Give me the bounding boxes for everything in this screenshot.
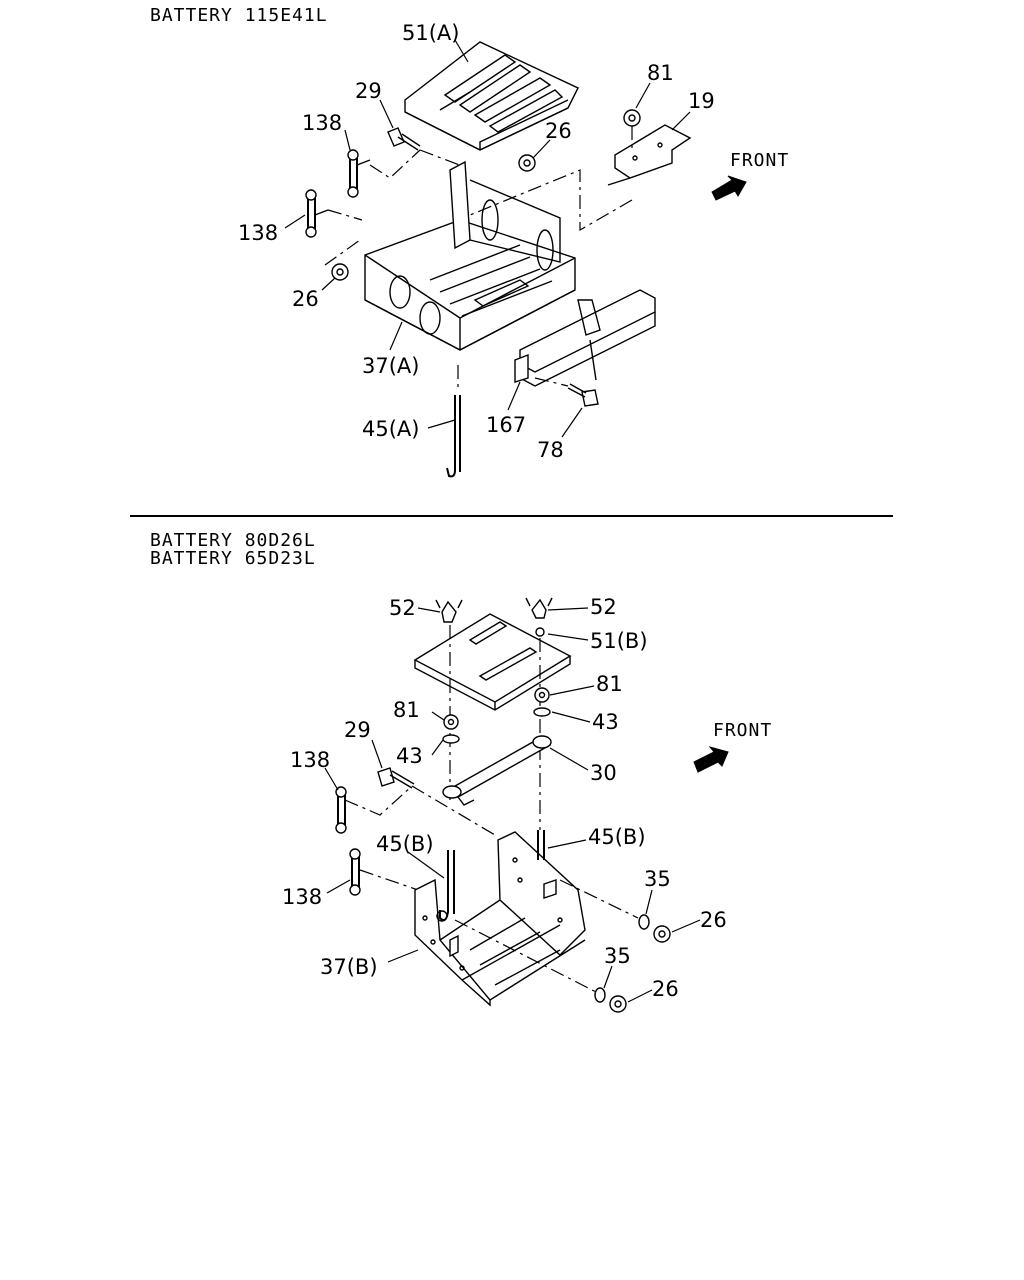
j-bolt-45b-left: [436, 850, 455, 922]
battery-cover-51a: [404, 41, 579, 151]
callout-29-b: 29: [344, 718, 371, 742]
callout-29-a: 29: [355, 79, 382, 103]
callout-43-b-left: 43: [396, 744, 423, 768]
callout-19: 19: [688, 89, 715, 113]
bolt-29: [387, 127, 421, 151]
callout-52-right: 52: [590, 595, 617, 619]
callout-26-b-bottom: 26: [652, 977, 679, 1001]
callout-35-right: 35: [644, 867, 671, 891]
link-138-b-top: [335, 786, 347, 834]
callout-81-a: 81: [647, 61, 674, 85]
nut-26-left: [331, 263, 349, 281]
wing-nut-52-right: [525, 597, 553, 637]
callout-138-b-bottom: 138: [282, 885, 322, 909]
callout-138-a-top: 138: [302, 111, 342, 135]
callout-81-b-left: 81: [393, 698, 420, 722]
front-label-a: FRONT: [730, 150, 789, 171]
callout-45a: 45(A): [362, 417, 419, 441]
link-138-b-bottom: [349, 848, 361, 896]
section-b-header-2: BATTERY 65D23L: [150, 548, 316, 569]
wing-nut-52-left: [435, 599, 463, 623]
callout-78: 78: [537, 438, 564, 462]
washer-43-b-left: [442, 734, 460, 744]
callout-43-b-right: 43: [592, 710, 619, 734]
section-b-header-1: BATTERY 80D26L: [150, 530, 316, 551]
nut-81-b-left: [443, 714, 459, 730]
callout-52-left: 52: [389, 596, 416, 620]
callout-26-a-top: 26: [545, 119, 572, 143]
callout-138-b-top: 138: [290, 748, 330, 772]
callout-26-b-right: 26: [700, 908, 727, 932]
nut-81-b-right: [534, 687, 550, 703]
clamp-bar-30: [442, 735, 552, 806]
bracket-19: [607, 124, 692, 186]
link-138-lower: [305, 189, 329, 238]
front-arrow-a: FRONT: [711, 150, 789, 201]
callout-37a: 37(A): [362, 354, 419, 378]
nut-81-a: [623, 109, 641, 127]
battery-cover-51b: [413, 613, 572, 711]
j-bolt-45b-right: [537, 830, 545, 860]
j-bolt-45a: [446, 395, 461, 478]
bolt-78: [567, 383, 599, 407]
callout-51a: 51(A): [402, 21, 459, 45]
washer-35-b-right: [638, 914, 650, 930]
callout-45b-left: 45(B): [376, 832, 434, 856]
section-a-header: BATTERY 115E41L: [150, 5, 328, 26]
washer-35-b-bottom: [594, 987, 606, 1003]
washer-43-b-right: [533, 707, 551, 717]
callout-51b: 51(B): [590, 629, 648, 653]
battery-tray-37a: [364, 160, 576, 351]
callout-81-b-right: 81: [596, 672, 623, 696]
callout-37b: 37(B): [320, 955, 378, 979]
link-138-upper: [347, 149, 371, 198]
battery-tray-37b: [414, 831, 586, 1007]
nut-26-b-right: [653, 925, 671, 943]
callout-138-a-mid: 138: [238, 221, 278, 245]
front-arrow-b: FRONT: [693, 720, 772, 773]
nut-26-b-bottom: [609, 995, 627, 1013]
bolt-29-b: [377, 767, 415, 789]
front-label-b: FRONT: [713, 720, 772, 741]
callout-167: 167: [486, 413, 526, 437]
section-a: BATTERY 115E41L: [150, 5, 789, 478]
callout-26-a-left: 26: [292, 287, 319, 311]
callout-30: 30: [590, 761, 617, 785]
callout-35-bottom: 35: [604, 944, 631, 968]
section-b: BATTERY 80D26L BATTERY 65D23L: [150, 530, 772, 1013]
callout-45b-right: 45(B): [588, 825, 646, 849]
frame-member: [514, 289, 656, 387]
nut-26-top: [518, 154, 536, 172]
